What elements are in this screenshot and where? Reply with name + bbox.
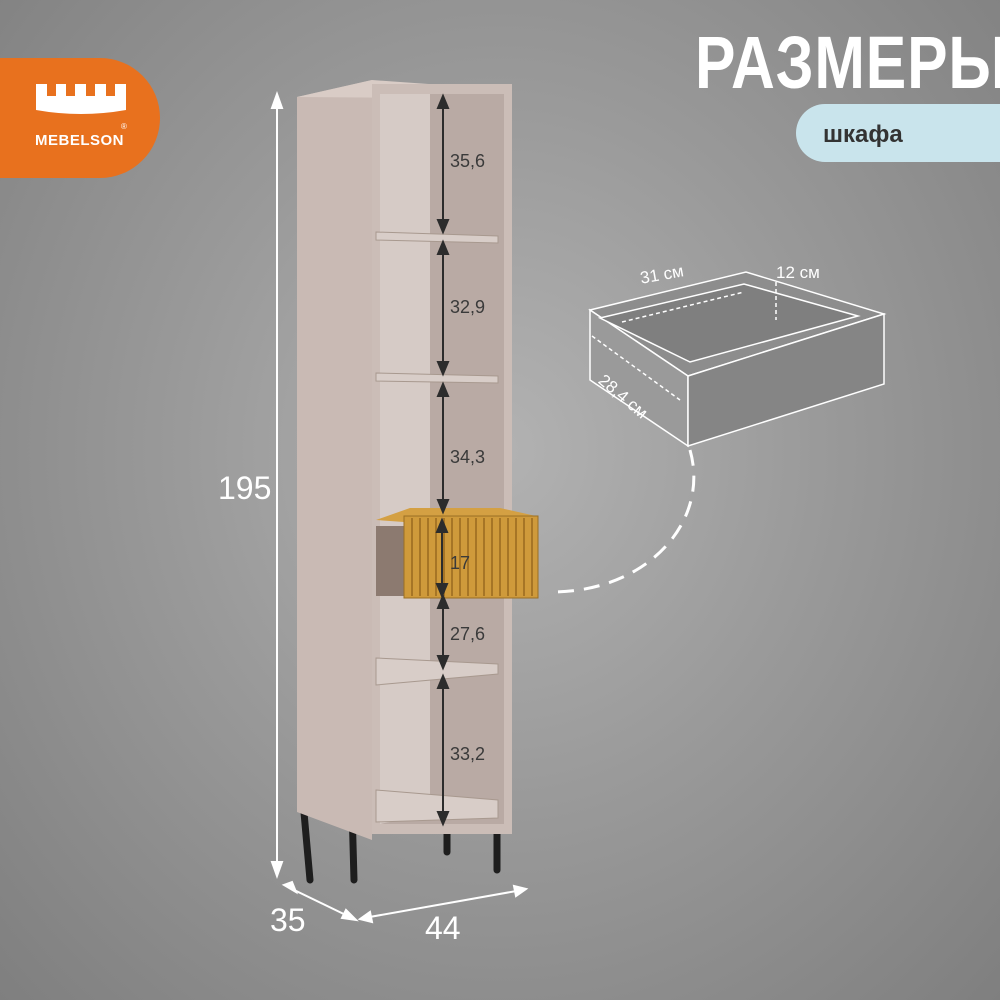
subtitle-text: шкафа [823, 121, 903, 148]
page-title: РАЗМЕРЫ [695, 21, 1000, 104]
height-label: 195 [218, 470, 272, 506]
shelf-4 [375, 657, 499, 686]
shelf-height-6: 33,2 [450, 744, 486, 764]
width-arrow [363, 889, 523, 919]
shelf-height-2: 32,9 [450, 297, 486, 317]
shelf-height-3: 34,3 [450, 447, 486, 467]
registered-mark: ® [121, 122, 127, 131]
subtitle-badge: шкафа [796, 104, 1000, 162]
drawer-connector [554, 449, 696, 594]
depth-label: 35 [270, 902, 306, 938]
drawer-detail [588, 271, 887, 448]
drawer-front [403, 515, 539, 599]
cabinet-side-panel [297, 80, 372, 840]
width-label: 44 [425, 910, 461, 946]
shelf-2 [375, 372, 499, 384]
shelf-height-5: 27,6 [450, 624, 486, 644]
crown-icon [36, 84, 126, 114]
shelf-height-1: 35,6 [450, 151, 486, 171]
drawer-height: 17 [450, 553, 471, 573]
drawer-slide [376, 526, 406, 596]
cabinet-bottom [375, 789, 499, 823]
brand-logo: MEBELSON ® [0, 58, 160, 178]
drawer-height-label: 12 см [776, 263, 820, 282]
brand-name: MEBELSON [35, 132, 125, 149]
drawer-fluting [411, 518, 533, 596]
depth-arrow [289, 887, 353, 919]
shelf-1 [375, 231, 499, 244]
